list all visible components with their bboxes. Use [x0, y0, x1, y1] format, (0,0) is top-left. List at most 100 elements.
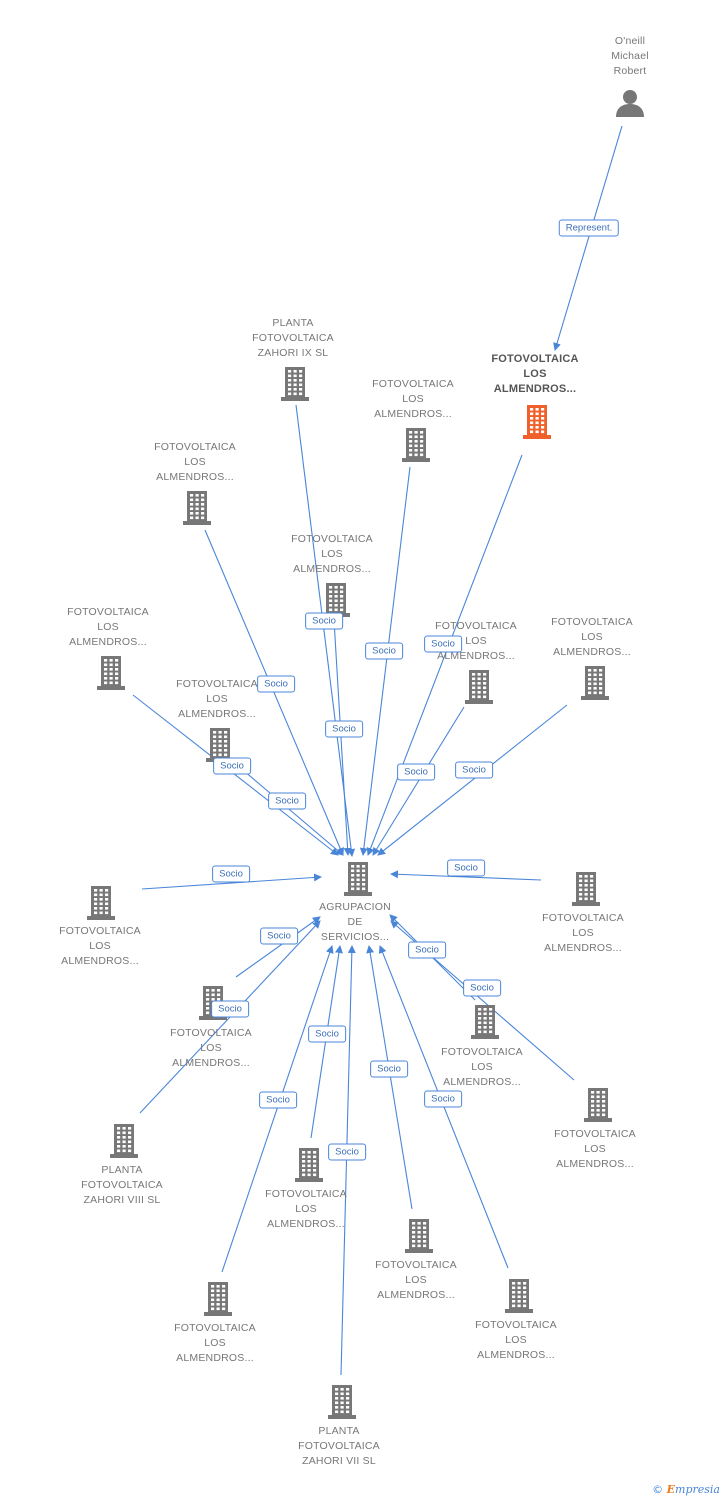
building-icon[interactable] — [570, 872, 602, 906]
edge-fa14-center — [366, 945, 413, 1210]
building-icon[interactable] — [521, 405, 553, 439]
edge-label-fa11-center[interactable]: Socio — [408, 941, 446, 959]
node-label: FOTOVOLTAICA LOS ALMENDROS... — [551, 616, 633, 658]
node-center[interactable]: AGRUPACION DE SERVICIOS... — [295, 900, 415, 945]
node-fa7[interactable]: FOTOVOLTAICA LOS ALMENDROS... — [157, 677, 277, 722]
building-icon[interactable] — [403, 1219, 435, 1253]
node-label: FOTOVOLTAICA LOS ALMENDROS... — [475, 1319, 557, 1361]
building-icon[interactable] — [579, 666, 611, 700]
edge-label-zahori9-center[interactable]: Socio — [305, 612, 343, 630]
edge-label-fa1-center[interactable]: Socio — [365, 642, 403, 660]
edge-target-center — [366, 454, 523, 856]
edge-fa15-center — [221, 945, 334, 1273]
building-icon[interactable] — [204, 728, 236, 762]
edge-label-fa5-center[interactable]: Socio — [397, 763, 435, 781]
node-label: PLANTA FOTOVOLTAICA ZAHORI IX SL — [252, 317, 334, 359]
node-fa5[interactable]: FOTOVOLTAICA LOS ALMENDROS... — [416, 619, 536, 664]
building-icon[interactable] — [342, 862, 374, 896]
building-icon[interactable] — [95, 656, 127, 690]
edge-fa3-center — [333, 619, 352, 856]
brand-initial: E — [666, 1483, 676, 1496]
node-fa2[interactable]: FOTOVOLTAICA LOS ALMENDROS... — [135, 440, 255, 485]
building-icon[interactable] — [279, 367, 311, 401]
building-icon[interactable] — [293, 1148, 325, 1182]
edge-label-fa2-center[interactable]: Socio — [257, 675, 295, 693]
edge-person-target — [553, 125, 623, 351]
node-label: PLANTA FOTOVOLTAICA ZAHORI VII SL — [298, 1425, 380, 1467]
node-label: FOTOVOLTAICA LOS ALMENDROS... — [375, 1259, 457, 1301]
node-label: FOTOVOLTAICA LOS ALMENDROS... — [59, 925, 141, 967]
node-label: AGRUPACION DE SERVICIOS... — [319, 901, 391, 943]
node-fa8[interactable]: FOTOVOLTAICA LOS ALMENDROS... — [40, 924, 160, 969]
node-label: FOTOVOLTAICA LOS ALMENDROS... — [154, 441, 236, 483]
edge-label-fa9-center[interactable]: Socio — [447, 859, 485, 877]
edge-label-fa15-center[interactable]: Socio — [259, 1091, 297, 1109]
node-fa14[interactable]: FOTOVOLTAICA LOS ALMENDROS... — [356, 1258, 476, 1303]
building-icon[interactable] — [181, 491, 213, 525]
edge-label-fa13-center[interactable]: Socio — [308, 1025, 346, 1043]
edge-fa2-center — [204, 529, 344, 856]
node-label: FOTOVOLTAICA LOS ALMENDROS... — [441, 1046, 523, 1088]
node-label: O'neill Michael Robert — [611, 35, 649, 77]
node-zahori8[interactable]: PLANTA FOTOVOLTAICA ZAHORI VIII SL — [62, 1163, 182, 1208]
node-fa11[interactable]: FOTOVOLTAICA LOS ALMENDROS... — [422, 1045, 542, 1090]
node-label: FOTOVOLTAICA LOS ALMENDROS... — [170, 1027, 252, 1069]
node-fa9[interactable]: FOTOVOLTAICA LOS ALMENDROS... — [523, 911, 643, 956]
building-icon[interactable] — [469, 1005, 501, 1039]
node-label: FOTOVOLTAICA LOS ALMENDROS... — [291, 533, 373, 575]
edge-fa8-center — [141, 873, 322, 890]
edge-label-zahori8-center[interactable]: Socio — [211, 1000, 249, 1018]
edge-label-fa7-center[interactable]: Socio — [268, 792, 306, 810]
building-icon[interactable] — [400, 428, 432, 462]
edge-label-zahori7-center[interactable]: Socio — [328, 1143, 366, 1161]
node-fa4[interactable]: FOTOVOLTAICA LOS ALMENDROS... — [48, 605, 168, 650]
building-icon[interactable] — [326, 1385, 358, 1419]
footer-brand[interactable]: © Empresia — [652, 1483, 720, 1496]
node-fa3[interactable]: FOTOVOLTAICA LOS ALMENDROS... — [272, 532, 392, 577]
edge-fa9-center — [390, 870, 542, 881]
node-label: FOTOVOLTAICA LOS ALMENDROS... — [542, 912, 624, 954]
edge-label-fa8-center[interactable]: Socio — [212, 865, 250, 883]
edge-label-person-target[interactable]: Represent. — [558, 219, 620, 237]
node-label: FOTOVOLTAICA LOS ALMENDROS... — [176, 678, 258, 720]
edge-fa1-center — [359, 466, 411, 856]
building-icon[interactable] — [108, 1124, 140, 1158]
building-icon[interactable] — [503, 1279, 535, 1313]
node-label: FOTOVOLTAICA LOS ALMENDROS... — [372, 378, 454, 420]
edge-label-fa6-center[interactable]: Socio — [455, 761, 493, 779]
node-fa12[interactable]: FOTOVOLTAICA LOS ALMENDROS... — [535, 1127, 655, 1172]
edge-fa10-center — [235, 916, 321, 978]
node-fa6[interactable]: FOTOVOLTAICA LOS ALMENDROS... — [532, 615, 652, 660]
building-icon[interactable] — [202, 1282, 234, 1316]
node-zahori7[interactable]: PLANTA FOTOVOLTAICA ZAHORI VII SL — [279, 1424, 399, 1469]
edge-label-target-center[interactable]: Socio — [424, 635, 462, 653]
edge-label-fa10-center[interactable]: Socio — [260, 927, 298, 945]
building-icon[interactable] — [85, 886, 117, 920]
node-person[interactable]: O'neill Michael Robert — [570, 34, 690, 79]
edge-label-fa12-center[interactable]: Socio — [463, 979, 501, 997]
node-fa15[interactable]: FOTOVOLTAICA LOS ALMENDROS... — [155, 1321, 275, 1366]
node-fa13[interactable]: FOTOVOLTAICA LOS ALMENDROS... — [246, 1187, 366, 1232]
node-label: FOTOVOLTAICA LOS ALMENDROS... — [67, 606, 149, 648]
edge-label-fa14-center[interactable]: Socio — [370, 1060, 408, 1078]
edge-fa7-center — [236, 764, 344, 856]
edge-fa6-center — [377, 704, 568, 856]
building-icon[interactable] — [320, 583, 352, 617]
brand-name: mpresia — [675, 1483, 720, 1496]
node-fa1[interactable]: FOTOVOLTAICA LOS ALMENDROS... — [353, 377, 473, 422]
building-icon[interactable] — [463, 670, 495, 704]
edge-zahori9-center — [295, 404, 356, 857]
edge-label-fa3-center[interactable]: Socio — [325, 720, 363, 738]
node-label: FOTOVOLTAICA LOS ALMENDROS... — [554, 1128, 636, 1170]
node-zahori9[interactable]: PLANTA FOTOVOLTAICA ZAHORI IX SL — [233, 316, 353, 361]
edge-fa5-center — [372, 706, 465, 856]
node-target[interactable]: FOTOVOLTAICA LOS ALMENDROS... — [475, 352, 595, 397]
edge-label-fa4-center[interactable]: Socio — [213, 757, 251, 775]
node-label: FOTOVOLTAICA LOS ALMENDROS... — [174, 1322, 256, 1364]
building-icon[interactable] — [582, 1088, 614, 1122]
node-fa16[interactable]: FOTOVOLTAICA LOS ALMENDROS... — [456, 1318, 576, 1363]
person-icon[interactable] — [615, 89, 645, 117]
node-fa10[interactable]: FOTOVOLTAICA LOS ALMENDROS... — [151, 1026, 271, 1071]
edge-label-fa16-center[interactable]: Socio — [424, 1090, 462, 1108]
